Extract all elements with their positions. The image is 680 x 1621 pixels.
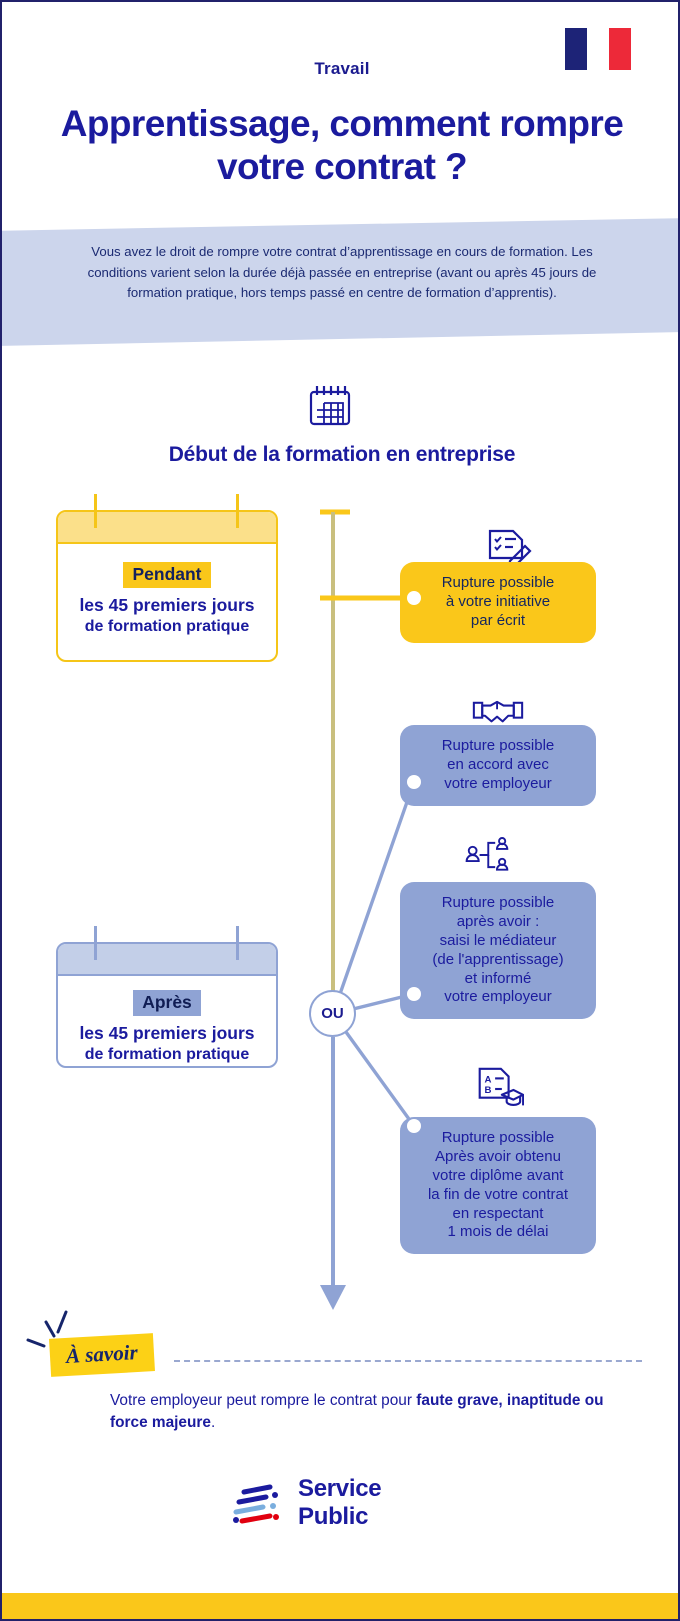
outcome-line: Rupture possible: [441, 1129, 555, 1146]
a-savoir-tag: À savoir: [49, 1333, 155, 1377]
outcome-box-initiative: Rupture possible à votre initiative par …: [400, 562, 596, 643]
calendar-tick: [236, 494, 239, 528]
period-card-body: Pendant les 45 premiers jours de formati…: [58, 544, 276, 656]
outcome-line: après avoir :: [456, 912, 540, 930]
calendar-header-bar: [58, 512, 276, 544]
svg-text:A: A: [485, 1074, 492, 1085]
outcome-line: Rupture possible: [441, 894, 555, 911]
note-text-bold: faute grave, inaptitude ou force majeure: [110, 1392, 604, 1431]
connector-dot: [407, 1119, 421, 1133]
outcome-line: à votre initiative: [445, 592, 551, 610]
flag-white-block: [586, 28, 610, 70]
connector-dot: [407, 775, 421, 789]
calendar-tick: [94, 494, 97, 528]
note-text-after: .: [210, 1413, 216, 1431]
calendar-ticks: [58, 926, 276, 960]
mediator-people-icon: [465, 837, 509, 871]
outcome-line: Rupture possible: [441, 574, 555, 591]
period-card-apres: Après les 45 premiers jours de formation…: [56, 926, 278, 1068]
diploma-graduation-icon: A B: [478, 1067, 524, 1106]
outcome-line: par écrit: [470, 611, 526, 629]
connector-dot: [407, 591, 421, 605]
connector-dot: [407, 987, 421, 1001]
outcome-line: en accord avec: [447, 755, 549, 773]
period-card-pendant: Pendant les 45 premiers jours de formati…: [56, 494, 278, 662]
outcome-box-mediateur: Rupture possible après avoir : saisi le …: [400, 882, 596, 1020]
period-card-body: Après les 45 premiers jours de formation…: [58, 976, 276, 1080]
outcome-line: votre employeur: [444, 774, 552, 792]
page-title: Apprentissage, comment rompre votre cont…: [60, 103, 624, 188]
outcome-line: (de l'apprentissage): [432, 950, 564, 968]
outcome-line: Rupture possible: [441, 737, 555, 754]
calendar-tick: [94, 926, 97, 960]
period-line-2: de formation pratique: [84, 1046, 250, 1063]
sparkle-marks-icon: [26, 1310, 68, 1348]
flag-blue-block: [565, 28, 587, 70]
flag-red-block: [609, 28, 631, 70]
calendar-icon: [309, 386, 351, 426]
service-public-stripes-logo: [233, 1484, 279, 1524]
outcome-line: Après avoir obtenu: [435, 1147, 561, 1165]
calendar-header-bar: [58, 944, 276, 976]
outcome-line: saisi le médiateur: [439, 931, 557, 949]
calendar-tick: [236, 926, 239, 960]
footer-accent-bar: [2, 1593, 678, 1619]
kicker-label: Travail: [314, 59, 370, 78]
marianne-profile-shape: [586, 31, 610, 67]
svg-text:B: B: [485, 1085, 492, 1096]
junction-node-ou: OU: [309, 990, 356, 1037]
period-chip-label: Pendant: [123, 562, 211, 588]
period-line-2: de formation pratique: [84, 618, 250, 635]
outcome-line: votre diplôme avant: [432, 1166, 564, 1184]
service-public-logo: Service Public: [230, 1475, 455, 1530]
outcome-line: en respectant: [452, 1204, 544, 1222]
a-savoir-text: Votre employeur peut rompre le contrat p…: [110, 1390, 630, 1434]
note-text-before: Votre employeur peut rompre le contrat p…: [110, 1392, 417, 1409]
calendar-ticks: [58, 494, 276, 528]
a-savoir-divider: [174, 1360, 642, 1362]
intro-paragraph: Vous avez le droit de rompre votre contr…: [87, 244, 597, 301]
outcome-box-accord: Rupture possible en accord avec votre em…: [400, 725, 596, 806]
period-line-1: les 45 premiers jours: [79, 595, 255, 615]
outcome-line: et informé: [464, 969, 532, 987]
service-public-wordmark: Service Public: [298, 1475, 382, 1530]
republique-francaise-marianne-logo: [565, 28, 631, 70]
outcome-box-diplome: Rupture possible Après avoir obtenu votr…: [400, 1117, 596, 1255]
period-chip-label: Après: [133, 990, 201, 1016]
handshake-icon: [472, 700, 524, 723]
outcome-line: votre employeur: [444, 988, 552, 1006]
outcome-line: la fin de votre contrat: [427, 1185, 569, 1203]
intro-banner-background: [2, 218, 678, 346]
period-line-1: les 45 premiers jours: [79, 1023, 255, 1043]
outcome-line: 1 mois de délai: [447, 1223, 549, 1241]
flow-start-title: Début de la formation en entreprise: [168, 443, 516, 466]
